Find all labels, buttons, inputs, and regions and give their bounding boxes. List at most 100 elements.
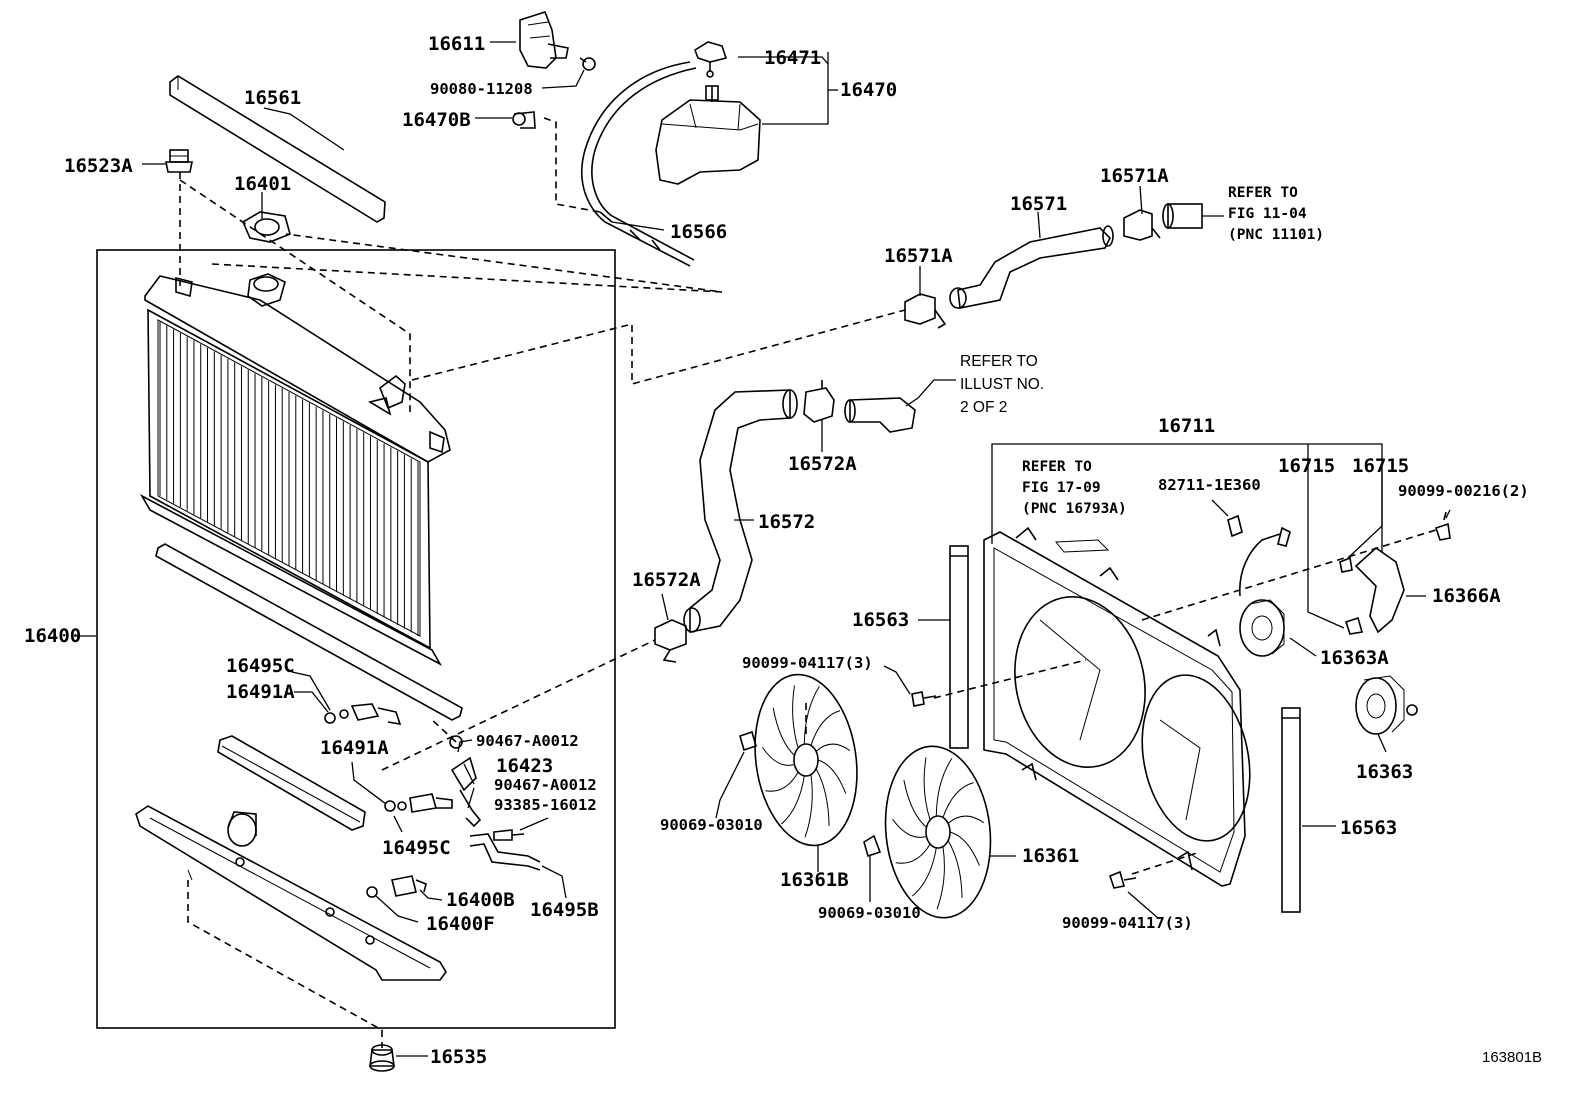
radiator-assembly-box — [96, 249, 616, 1029]
label-16715-a[interactable]: 16715 — [1278, 455, 1335, 477]
fan-blade — [947, 840, 963, 898]
label-90467-A0012-a[interactable]: 90467-A0012 — [476, 732, 579, 750]
seal-16563-left — [949, 545, 969, 749]
bracket-16611 — [519, 11, 569, 69]
label-16470[interactable]: 16470 — [840, 79, 897, 101]
label-16363A[interactable]: 16363A — [1320, 647, 1389, 669]
label-16563-right[interactable]: 16563 — [1340, 817, 1397, 839]
bushing-16523A — [165, 149, 193, 173]
label-16491A-top[interactable]: 16491A — [226, 681, 295, 703]
fan-blade — [895, 843, 931, 864]
connector-82711-1E360 — [1227, 514, 1243, 538]
bushing-16535 — [369, 1044, 395, 1072]
label-90099-04117-top[interactable]: 90099-04117(3) — [742, 654, 873, 672]
reference-illust-2-of-2[interactable]: REFER TO ILLUST NO. 2 OF 2 — [960, 353, 1044, 416]
label-16571A-left[interactable]: 16571A — [884, 245, 953, 267]
radiator-seal — [155, 543, 463, 721]
clip-16470B — [512, 111, 536, 129]
ref-illust-line3: 2 OF 2 — [960, 399, 1007, 416]
label-16361B[interactable]: 16361B — [780, 869, 849, 891]
fan-blade — [815, 743, 851, 752]
label-16423[interactable]: 16423 — [496, 755, 553, 777]
fan-blade — [903, 780, 927, 828]
label-16491A-mid[interactable]: 16491A — [320, 737, 389, 759]
ref-illust-line1: REFER TO — [960, 353, 1038, 370]
figure-id: 163801B — [1482, 1049, 1542, 1066]
fan-blade — [911, 847, 937, 897]
seal-16563-right — [1281, 707, 1301, 913]
nut-90069-left — [739, 730, 757, 752]
fan-blade — [936, 846, 945, 910]
label-16571A-top[interactable]: 16571A — [1100, 165, 1169, 187]
label-16400[interactable]: 16400 — [24, 625, 81, 647]
label-16535[interactable]: 16535 — [430, 1046, 487, 1068]
fan-blade — [804, 774, 813, 838]
fan-shroud-16711 — [983, 526, 1251, 887]
label-16611[interactable]: 16611 — [428, 33, 485, 55]
cap-16471 — [694, 41, 728, 78]
label-16471[interactable]: 16471 — [764, 47, 821, 69]
leader-lines — [74, 41, 1451, 1057]
motor-16363 — [1355, 675, 1418, 735]
label-16366A[interactable]: 16366A — [1432, 585, 1501, 607]
fan-blade — [923, 757, 931, 821]
label-90069-03010-left[interactable]: 90069-03010 — [660, 816, 763, 834]
hose-16566 — [581, 61, 697, 267]
label-16572A-upper[interactable]: 16572A — [788, 453, 857, 475]
fan-16361 — [884, 745, 992, 919]
fan-blade — [781, 775, 805, 825]
fan-16361B — [754, 673, 858, 847]
clamp-16571A-left — [904, 293, 947, 329]
reference-fig-11-04[interactable]: REFER TO FIG 11-04 (PNC 11101) — [1228, 185, 1324, 243]
label-82711-1E360[interactable]: 82711-1E360 — [1158, 476, 1261, 494]
fan-blade — [817, 759, 847, 794]
clamp-16571A-right — [1123, 209, 1161, 241]
label-16563-left[interactable]: 16563 — [852, 609, 909, 631]
fan-blade — [892, 819, 927, 838]
fan-blade — [810, 710, 841, 746]
label-93385-16012[interactable]: 93385-16012 — [494, 796, 597, 814]
label-16571[interactable]: 16571 — [1010, 193, 1067, 215]
motor-16363A — [1239, 526, 1291, 657]
label-16361[interactable]: 16361 — [1022, 845, 1079, 867]
drawings — [96, 11, 1451, 1072]
label-16363[interactable]: 16363 — [1356, 761, 1413, 783]
label-16495C-top[interactable]: 16495C — [226, 655, 295, 677]
nut-90069-bot — [863, 834, 882, 858]
label-16572[interactable]: 16572 — [758, 511, 815, 533]
label-90099-00216[interactable]: 90099-00216(2) — [1398, 482, 1529, 500]
cover-16366A — [1339, 546, 1405, 635]
label-16561[interactable]: 16561 — [244, 87, 301, 109]
label-16715-b[interactable]: 16715 — [1352, 455, 1409, 477]
label-90080-11208[interactable]: 90080-11208 — [430, 80, 533, 98]
clamp-16572A-upper — [803, 380, 835, 423]
label-16566[interactable]: 16566 — [670, 221, 727, 243]
assembly-lines — [179, 117, 1437, 1048]
gasket-16401 — [241, 211, 291, 243]
label-16470B[interactable]: 16470B — [402, 109, 471, 131]
ref-fig-11-04-line1: REFER TO — [1228, 185, 1298, 201]
pipe-16495B — [469, 833, 541, 871]
label-16711[interactable]: 16711 — [1158, 415, 1215, 437]
label-16523A[interactable]: 16523A — [64, 155, 133, 177]
bolt-90099-04117-top — [911, 691, 937, 707]
part-fig-11-04 — [1162, 203, 1203, 229]
ref-fig-11-04-line2: FIG 11-04 — [1228, 206, 1307, 222]
hose-16571 — [949, 225, 1114, 309]
reference-fig-17-09[interactable]: REFER TO FIG 17-09 (PNC 16793A) — [1022, 459, 1127, 517]
label-90099-04117-bot[interactable]: 90099-04117(3) — [1062, 914, 1193, 932]
fan-blade — [947, 815, 984, 824]
label-16400B[interactable]: 16400B — [446, 889, 515, 911]
label-90467-A0012-b[interactable]: 90467-A0012 — [494, 776, 597, 794]
label-16572A-lower[interactable]: 16572A — [632, 569, 701, 591]
radiator-core — [139, 273, 451, 667]
label-16495B[interactable]: 16495B — [530, 899, 599, 921]
hose-16572 — [683, 389, 798, 633]
label-16401[interactable]: 16401 — [234, 173, 291, 195]
radiator-fins — [159, 322, 419, 636]
label-16400F[interactable]: 16400F — [426, 913, 495, 935]
label-90069-03010-bot[interactable]: 90069-03010 — [818, 904, 921, 922]
label-16495C-bot[interactable]: 16495C — [382, 837, 451, 859]
